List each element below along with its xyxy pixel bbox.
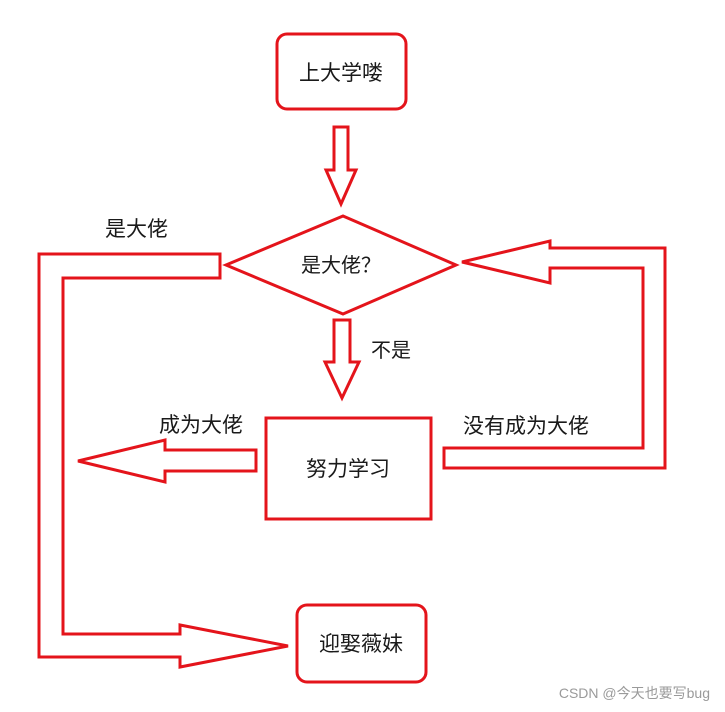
decision-diamond	[222, 214, 460, 316]
study-node-label: 努力学习	[306, 457, 390, 481]
start-node-label: 上大学喽	[299, 61, 383, 85]
arrow-became-expert	[77, 438, 258, 484]
end-node-box	[295, 603, 428, 684]
arrow-start-to-decision	[323, 125, 359, 208]
watermark: CSDN @今天也要写bug	[559, 685, 710, 701]
edge-label-not-became: 没有成为大佬	[463, 414, 589, 438]
edge-label-no: 不是	[371, 338, 411, 362]
edge-label-yes: 是大佬	[105, 217, 168, 241]
arrow-decision-to-study	[322, 318, 362, 402]
start-node-box	[275, 32, 408, 111]
edge-label-became: 成为大佬	[159, 413, 243, 437]
arrow-not-became-loop	[442, 239, 667, 470]
end-node-label: 迎娶薇妹	[319, 632, 403, 656]
decision-label: 是大佬？	[301, 253, 381, 277]
study-node-box	[264, 416, 433, 521]
arrow-yes-path	[37, 252, 289, 669]
